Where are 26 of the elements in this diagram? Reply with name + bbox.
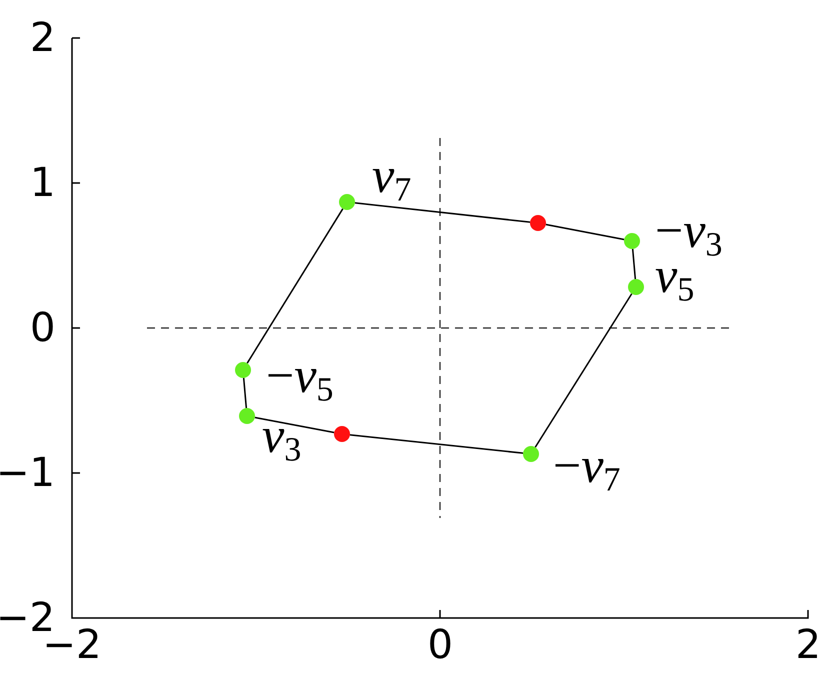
- point-label: −v$_{7}$: [553, 440, 620, 498]
- point-marker: [334, 426, 350, 442]
- point-label: −v$_{5}$: [266, 350, 334, 408]
- tick-label: 0: [30, 308, 56, 348]
- polygon-edge: [350, 434, 524, 454]
- point-marker: [339, 194, 355, 210]
- polygon-edge: [242, 378, 248, 408]
- polygon-edge: [534, 293, 632, 448]
- point-label: v$_{3}$: [262, 410, 302, 468]
- tick-label: 2: [30, 18, 56, 58]
- point-marker: [628, 279, 644, 295]
- tick-label: −1: [0, 453, 55, 493]
- point-marker: [624, 233, 640, 249]
- polygon-edge: [254, 416, 334, 434]
- point-label: v$_{7}$: [372, 150, 412, 208]
- polygon-edge: [246, 208, 344, 364]
- point-marker: [530, 215, 546, 231]
- point-marker: [239, 408, 255, 424]
- tick-label: 1: [30, 163, 56, 203]
- polygon-edge: [546, 224, 624, 240]
- tick-label: 0: [428, 625, 453, 665]
- tick-label: 2: [796, 625, 821, 665]
- point-marker: [235, 362, 251, 378]
- polygon-edge: [632, 248, 636, 280]
- polygon-edge: [354, 202, 530, 223]
- point-marker: [523, 446, 539, 462]
